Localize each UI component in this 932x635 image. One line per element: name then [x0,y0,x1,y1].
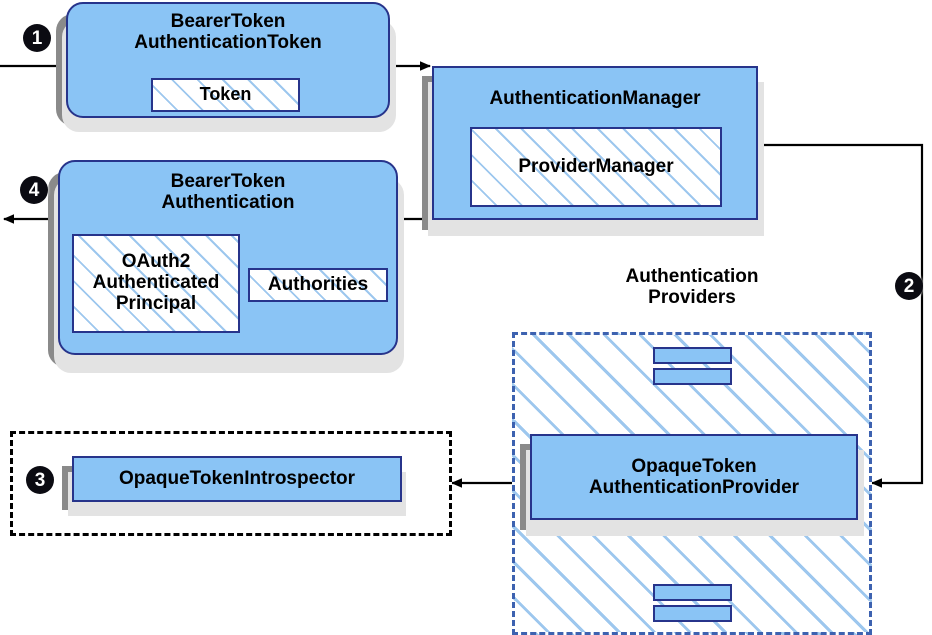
inner-box-authorities[interactable]: Authorities [248,268,388,302]
authentication-providers-label: Authentication Providers [625,266,759,309]
node-opaque-token-introspector-title: OpaqueTokenIntrospector [118,468,356,490]
inner-box-oauth2-authenticated-principal[interactable]: OAuth2 Authenticated Principal [72,234,240,333]
node-bearer-token-authentication-token-title: BearerToken AuthenticationToken [134,11,322,54]
node-opaque-token-authentication-provider-title: OpaqueToken AuthenticationProvider [588,455,800,498]
step-marker-3: 3 [26,466,54,494]
node-authentication-manager-title: AuthenticationManager [489,88,701,109]
node-bearer-token-authentication-token[interactable]: BearerToken AuthenticationToken [66,2,390,118]
collapsed-provider-bar-bottom-2[interactable] [653,605,732,622]
node-opaque-token-authentication-provider[interactable]: OpaqueToken AuthenticationProvider [530,434,858,520]
collapsed-provider-bar-top-2[interactable] [653,368,732,385]
collapsed-provider-bar-top-1[interactable] [653,347,732,364]
node-bearer-token-authentication-title: BearerToken Authentication [161,171,295,214]
step-marker-2: 2 [895,272,923,300]
step-marker-1: 1 [23,24,51,52]
node-opaque-token-introspector[interactable]: OpaqueTokenIntrospector [72,456,402,502]
inner-box-token[interactable]: Token [151,78,300,112]
step-marker-4: 4 [20,176,48,204]
collapsed-provider-bar-bottom-1[interactable] [653,584,732,601]
inner-box-provider-manager[interactable]: ProviderManager [470,127,722,207]
